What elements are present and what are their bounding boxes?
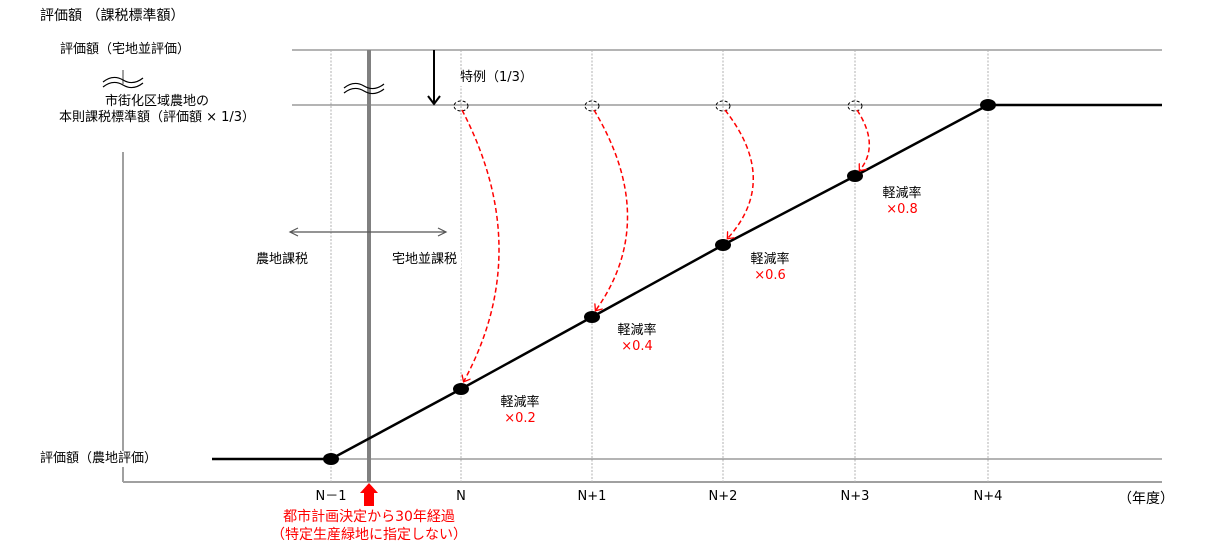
x-tick: N+2 bbox=[708, 489, 738, 504]
event-label-line2: （特定生産緑地に指定しない） bbox=[271, 527, 467, 543]
break-icon bbox=[102, 76, 385, 95]
zone-right-label: 宅地並課税 bbox=[388, 252, 462, 268]
x-tick: N+3 bbox=[840, 489, 870, 504]
y-label-bottom: 評価額（農地評価） bbox=[40, 451, 158, 467]
x-tick: N－1 bbox=[315, 489, 347, 504]
event-arrow-icon bbox=[360, 483, 378, 506]
zone-arrow bbox=[288, 227, 448, 237]
y-label-special: 市街化区域農地の 本則課税標準額（評価額 × 1/3） bbox=[22, 94, 292, 126]
special-arrow-icon bbox=[427, 50, 441, 106]
event-label-line1: 都市計画決定から30年経過 bbox=[283, 509, 455, 525]
rate-value: ×0.8 bbox=[886, 202, 918, 217]
reduction-arrows bbox=[461, 109, 871, 381]
zone-left-label: 農地課税 bbox=[252, 252, 313, 268]
rate-text: 軽減率 bbox=[882, 186, 922, 201]
y-label-special-line2: 本則課税標準額（評価額 × 1/3） bbox=[58, 110, 256, 125]
rate-label-3: 軽減率 ×0.6 bbox=[730, 252, 810, 284]
data-points bbox=[323, 99, 996, 465]
reference-points bbox=[453, 100, 863, 112]
rate-label-1: 軽減率 ×0.2 bbox=[480, 395, 560, 427]
rate-text: 軽減率 bbox=[750, 252, 790, 267]
x-tick: N bbox=[456, 489, 466, 504]
rate-text: 軽減率 bbox=[617, 323, 657, 338]
special-label: 特例（1/3） bbox=[460, 70, 539, 86]
vertical-gridlines bbox=[330, 50, 989, 482]
y-axis-title: 評価額 （課税標準額） bbox=[40, 8, 185, 24]
rate-label-2: 軽減率 ×0.4 bbox=[597, 323, 677, 355]
rate-label-4: 軽減率 ×0.8 bbox=[862, 186, 942, 218]
rate-value: ×0.6 bbox=[754, 268, 786, 283]
event-label: 都市計画決定から30年経過 （特定生産緑地に指定しない） bbox=[224, 508, 514, 544]
x-tick: N+1 bbox=[577, 489, 607, 504]
x-tick: N+4 bbox=[973, 489, 1003, 504]
tax-line bbox=[212, 103, 1162, 461]
x-axis-unit: （年度） bbox=[1118, 491, 1174, 507]
y-label-top: 評価額（宅地並評価） bbox=[60, 42, 191, 58]
rate-value: ×0.2 bbox=[504, 411, 536, 426]
rate-text: 軽減率 bbox=[500, 395, 540, 410]
rate-value: ×0.4 bbox=[621, 339, 653, 354]
y-label-special-line1: 市街化区域農地の bbox=[104, 94, 209, 109]
